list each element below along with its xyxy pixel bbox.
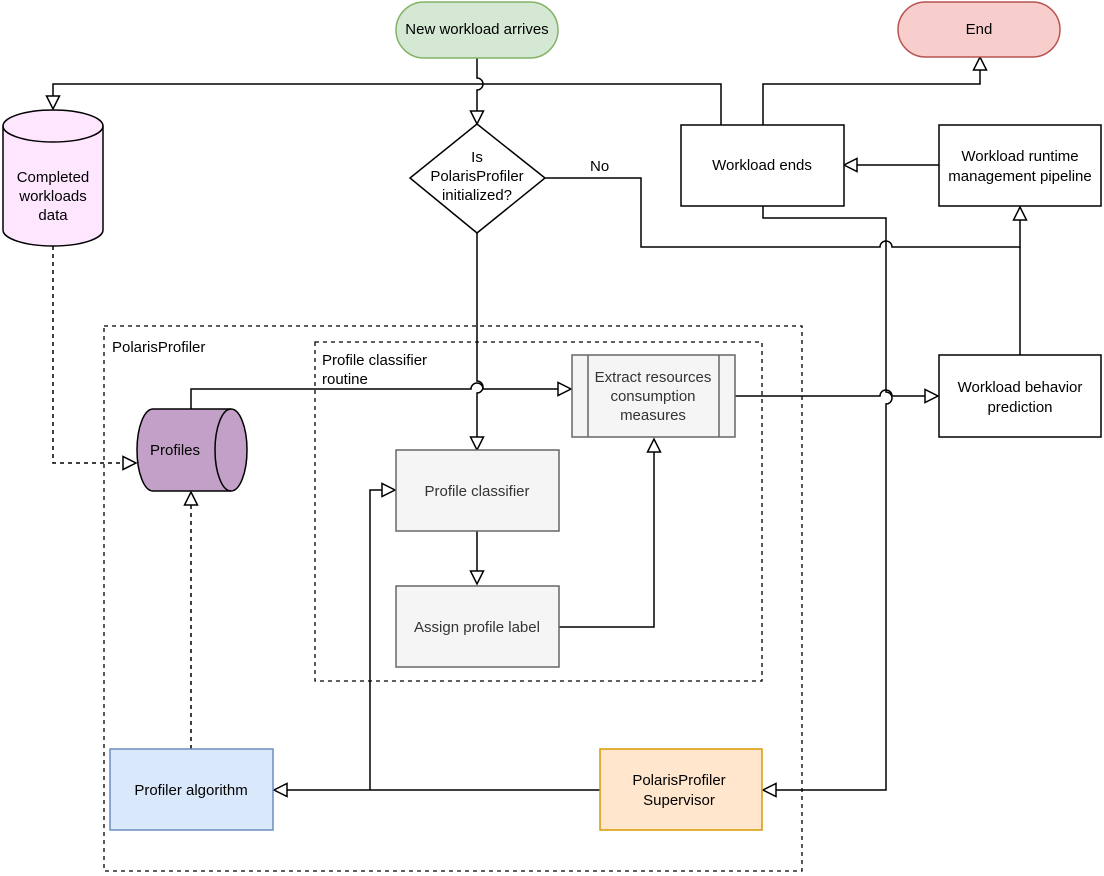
profiles-label: Profiles — [150, 442, 200, 459]
end-node[interactable]: End — [897, 1, 1061, 58]
end-node-label: End — [966, 21, 993, 38]
routine-group-label-line1: Profile classifier — [322, 352, 427, 369]
profile-classifier-routine-group — [314, 341, 763, 682]
profile-classifier-label: Profile classifier — [424, 483, 529, 500]
extract-label-line2: consumption — [610, 388, 695, 405]
extract-label-line1: Extract resources — [595, 369, 712, 386]
supervisor-node[interactable]: PolarisProfiler Supervisor — [599, 748, 763, 831]
arrowhead-decision — [469, 110, 485, 126]
workload-ends-node[interactable]: Workload ends — [680, 124, 845, 207]
edge-completed-to-profiles — [52, 246, 123, 464]
arrowhead-algorithm — [272, 782, 288, 798]
workload-ends-label: Workload ends — [712, 157, 812, 174]
edge-decision-no-to-pipeline — [545, 177, 1021, 248]
supervisor-label-line2: Supervisor — [643, 792, 715, 809]
arrowhead-classifier — [469, 436, 485, 452]
polarisprofiler-group — [103, 325, 803, 872]
profiler-algorithm-label: Profiler algorithm — [134, 782, 247, 799]
runtime-pipeline-label-line1: Workload runtime — [961, 148, 1078, 165]
edge-supervisor-to-classifier — [369, 489, 382, 790]
arrowhead-end — [972, 55, 988, 71]
extract-measures-process[interactable]: Extract resources consumption measures — [571, 354, 736, 438]
polarisprofiler-group-label: PolarisProfiler — [112, 339, 205, 356]
edge-assign-to-extract — [559, 452, 655, 628]
profiles-cylinder[interactable]: Profiles — [136, 408, 248, 492]
edge-start-to-decision — [476, 58, 484, 112]
assign-label-label: Assign profile label — [414, 619, 540, 636]
arrowhead-assign — [469, 570, 485, 586]
edge-workload-ends-to-completed-data — [52, 83, 722, 125]
edge-profiles-to-extract — [190, 382, 558, 409]
decision-label-line1: Is — [471, 149, 483, 166]
arrowhead-profiles-bottom — [183, 490, 199, 506]
edge-extract-to-prediction — [735, 389, 925, 397]
edge-label-no: No — [590, 158, 609, 175]
behavior-prediction-label-line1: Workload behavior — [958, 379, 1083, 396]
supervisor-label-line1: PolarisProfiler — [632, 772, 725, 789]
runtime-pipeline-label-line2: management pipeline — [948, 168, 1091, 185]
routine-group-label-line2: routine — [322, 371, 368, 388]
decision-polarisprofiler-initialized[interactable]: Is PolarisProfiler initialized? — [408, 123, 547, 234]
profile-classifier-node[interactable]: Profile classifier — [395, 449, 560, 532]
runtime-pipeline-node[interactable]: Workload runtime management pipeline — [938, 124, 1102, 207]
behavior-prediction-label-line2: prediction — [987, 399, 1052, 416]
edge-decision-to-classifier — [476, 233, 484, 437]
completed-workloads-data-cylinder[interactable]: Completed workloads data — [2, 109, 104, 247]
assign-profile-label-node[interactable]: Assign profile label — [395, 585, 560, 668]
arrowhead-classifier-left — [381, 482, 397, 498]
arrowhead-workload-ends — [842, 157, 858, 173]
profiler-algorithm-node[interactable]: Profiler algorithm — [109, 748, 274, 831]
completed-data-label-line2: workloads — [18, 188, 87, 205]
arrowhead-extract-bottom — [646, 437, 662, 453]
extract-label-line3: measures — [620, 407, 686, 424]
arrowhead-prediction — [924, 388, 940, 404]
arrowhead-supervisor — [761, 782, 777, 798]
arrowhead-pipeline — [1012, 205, 1028, 221]
start-node-label: New workload arrives — [405, 21, 548, 38]
behavior-prediction-node[interactable]: Workload behavior prediction — [938, 354, 1102, 438]
edge-workload-ends-to-supervisor — [762, 206, 893, 791]
edge-workload-ends-to-end — [762, 70, 981, 125]
arrowhead-completed-data — [45, 95, 61, 111]
start-node[interactable]: New workload arrives — [395, 1, 559, 59]
completed-data-label-line3: data — [38, 207, 68, 224]
completed-data-label-line1: Completed — [17, 169, 90, 186]
arrowhead-profiles-left — [122, 455, 138, 471]
arrowhead-extract — [557, 381, 573, 397]
decision-label-line2: PolarisProfiler — [430, 168, 523, 185]
decision-label-line3: initialized? — [442, 187, 512, 204]
